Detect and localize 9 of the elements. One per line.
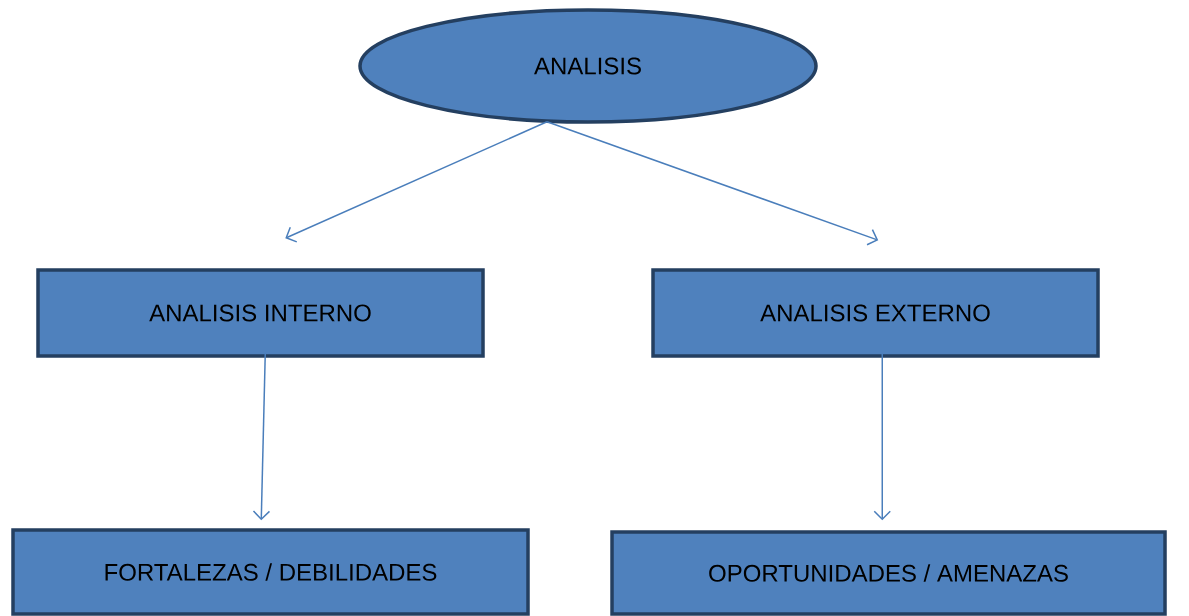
process-box: ANALISIS EXTERNO (651, 268, 1100, 358)
arrow (285, 121, 548, 243)
process-box: OPORTUNIDADES / AMENAZAS (610, 530, 1167, 616)
process-box: FORTALEZAS / DEBILIDADES (11, 528, 530, 616)
arrow (252, 353, 271, 521)
arrow (546, 121, 879, 246)
arrow (873, 353, 891, 521)
ellipse-node: ANALISIS (358, 8, 818, 124)
process-box: ANALISIS INTERNO (36, 268, 485, 358)
